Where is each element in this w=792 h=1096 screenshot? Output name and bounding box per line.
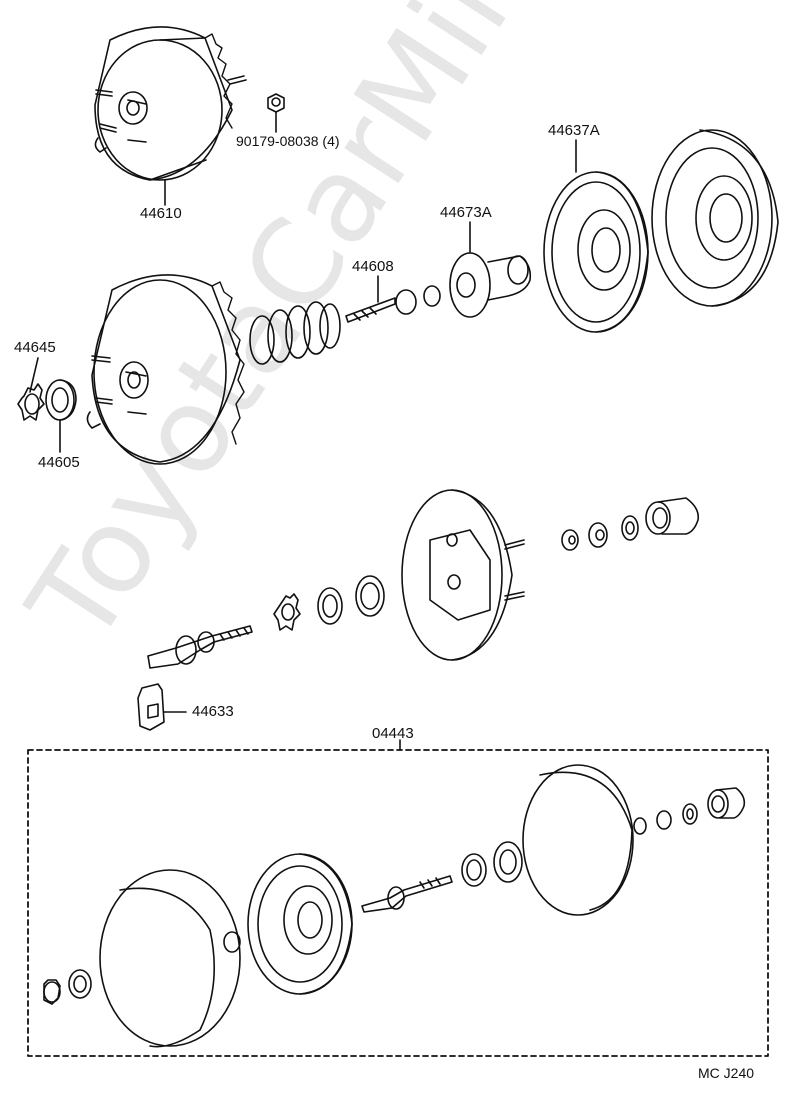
part-number-04443: 04443 — [372, 725, 414, 742]
diaphragm-plate-right — [651, 129, 779, 307]
push-rod-44608 — [345, 285, 441, 323]
seal-row-lower — [273, 575, 385, 631]
part-number-44633: 44633 — [192, 703, 234, 720]
seal-row-upper — [561, 497, 700, 551]
retainer-44645 — [17, 383, 45, 421]
nut-90179 — [267, 93, 285, 113]
kit-small-parts-left — [43, 931, 241, 1005]
kit-seals-right — [633, 787, 746, 835]
part-number-90179: 90179-08038 (4) — [236, 133, 340, 149]
booster-assembly-top — [94, 26, 247, 181]
kit-plunger — [361, 875, 453, 913]
valve-plunger — [147, 625, 253, 669]
kit-rear-plate — [522, 764, 634, 916]
booster-shell-middle — [86, 274, 245, 465]
diagram-code: MC J240 — [698, 1065, 755, 1081]
part-number-44608: 44608 — [352, 258, 394, 275]
stop-key-44633 — [137, 683, 165, 731]
rear-shell — [401, 489, 525, 661]
part-number-44645: 44645 — [14, 339, 56, 356]
part-number-44610: 44610 — [140, 205, 182, 222]
kit-boundary-04443 — [27, 749, 769, 1057]
valve-body-44673A — [449, 252, 532, 318]
part-number-44673A: 44673A — [440, 204, 492, 221]
part-number-44605: 44605 — [38, 454, 80, 471]
diaphragm-44637A — [543, 171, 649, 333]
leader-44645 — [29, 357, 39, 393]
seal-44605 — [45, 379, 77, 421]
part-number-44637A: 44637A — [548, 122, 600, 139]
kit-shell-front — [99, 869, 241, 1048]
kit-seals-mid — [461, 841, 523, 887]
return-spring — [249, 301, 341, 365]
kit-diaphragm — [247, 853, 353, 995]
